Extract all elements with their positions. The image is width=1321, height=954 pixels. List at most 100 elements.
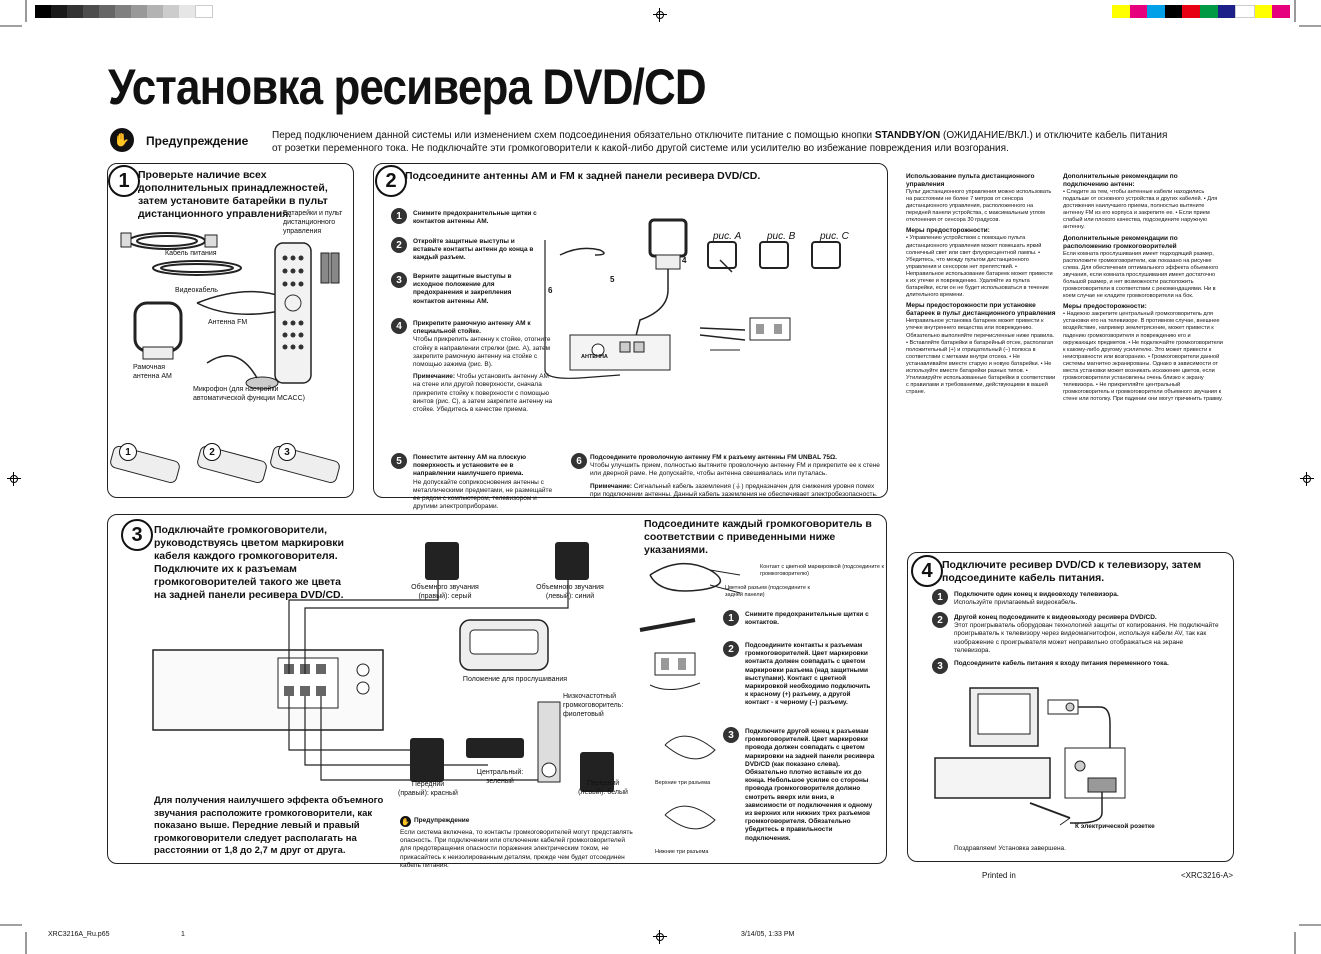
antenna-terminal-label: АНТЕННА [581, 354, 608, 360]
speaker-layout-illustration [152, 542, 614, 792]
gray-swatch [179, 5, 195, 18]
gray-swatch [67, 5, 83, 18]
antenna-step-3-text: Верните защитные выступы в исходное поло… [413, 273, 512, 305]
batteries-label: Батарейки и пульт дистанционного управле… [283, 210, 343, 235]
antenna-step-2-badge: 2 [391, 237, 407, 253]
speaker-warning-icon: ✋ [400, 816, 411, 827]
gray-swatch [35, 5, 51, 18]
callout-4: 4 [682, 256, 687, 265]
color-swatch [1272, 5, 1290, 18]
color-swatch [1147, 5, 1165, 18]
warning-label: Предупреждение [146, 134, 249, 148]
battery-step-2: 2 [203, 443, 221, 461]
outlet-label: К электрической розетке [1075, 823, 1155, 830]
front-right-label: Передний (правый): красный [398, 781, 458, 797]
antenna-step-1-badge: 1 [391, 208, 407, 224]
battery-step-3: 3 [278, 443, 296, 461]
color-swatch [1112, 5, 1130, 18]
subwoofer-label: Низкочастотный громкоговоритель: фиолето… [563, 693, 624, 718]
gray-swatch [115, 5, 131, 18]
center-label: Центральный: зеленый [476, 769, 524, 785]
antenna-step-4-text: Прикрепите рамочную антенну AM к специал… [413, 320, 553, 414]
power-cable-label: Кабель питания [165, 250, 217, 257]
listening-position-label: Положение для прослушивания [462, 676, 568, 683]
am-antenna-label: Рамочная антенна AM [133, 364, 172, 380]
antenna-step-6-text: Подсоедините проволочную антенну FM к ра… [590, 454, 880, 498]
step-number-4: 4 [911, 555, 943, 587]
best-effect-note: Для получения наилучшего эффекта объемно… [154, 795, 384, 856]
gray-swatch [83, 5, 99, 18]
registration-mark [653, 8, 667, 22]
surround-right-label: Объемного звучания (правый): серый [411, 584, 479, 600]
registration-mark [653, 930, 667, 944]
accessories-illustration [110, 232, 340, 484]
contact-marking-label: Контакт с цветной маркировкой (подсоедин… [760, 564, 884, 577]
lower-terminals-label: Нижние три разъема [655, 849, 709, 855]
setup-complete-text: Поздравляем! Установка завершена. [954, 845, 1066, 852]
color-swatch [1217, 5, 1236, 18]
step-number-2: 2 [375, 165, 407, 197]
tv-step-2-text: Другой конец подсоедините к видеовыходу … [954, 614, 1219, 654]
tv-connection-illustration [934, 687, 1126, 826]
colored-connector-label: Цветной разъем (подсоедините к задней па… [725, 585, 810, 598]
color-swatch [1129, 5, 1148, 18]
front-left-label: Передний (левый): белый [578, 780, 628, 796]
registration-mark [7, 472, 21, 486]
panel1-heading: Проверьте наличие всех дополнительных пр… [138, 169, 328, 220]
speaker-step-1-badge: 1 [723, 610, 739, 626]
tv-step-1-text: Подключите один конец к видеовходу телев… [954, 591, 1119, 607]
antenna-connection-illustration [544, 218, 841, 379]
tv-step-3-text: Подсоедините кабель питания к входу пита… [954, 660, 1169, 667]
tv-step-1-badge: 1 [932, 589, 948, 605]
speaker-wire-illustration [639, 562, 741, 830]
antenna-step-5-text: Поместите антенну AM на плоскую поверхно… [413, 454, 553, 511]
gray-swatch [131, 5, 147, 18]
panel2-heading: Подсоедините антенны AM и FM к задней па… [405, 170, 761, 182]
tv-step-3-badge: 3 [932, 658, 948, 674]
cmyk-color-bar [1112, 5, 1290, 18]
antenna-step-4-badge: 4 [391, 318, 407, 334]
antenna-step-6-badge: 6 [571, 453, 587, 469]
gray-color-bar [35, 5, 213, 18]
tv-step-2-badge: 2 [932, 612, 948, 628]
battery-step-1: 1 [119, 443, 137, 461]
speaker-warning-label: Предупреждение [414, 817, 470, 824]
antenna-step-1-text: Снимите предохранительные щитки с контак… [413, 210, 537, 226]
footer-file-name: XRC3216A_Ru.p65 [48, 931, 110, 938]
panel3-heading: Подключайте громкоговорители, руководств… [154, 524, 344, 601]
gray-swatch [195, 5, 213, 18]
gray-swatch [163, 5, 179, 18]
callout-5: 5 [610, 275, 615, 284]
fig-b-label: рис. B [767, 231, 796, 242]
speaker-step-1-text: Снимите предохранительные щитки с контак… [745, 611, 869, 627]
printed-in-label: Printed in [982, 871, 1016, 880]
color-swatch [1235, 5, 1255, 18]
panel4-heading: Подключите ресивер DVD/CD к телевизору, … [942, 559, 1202, 584]
antenna-speaker-notes: Дополнительные рекомендации по подключен… [1063, 173, 1223, 403]
fig-a-label: рис. A [713, 231, 742, 242]
gray-swatch [99, 5, 115, 18]
speaker-step-2-text: Подсоедините контакты к разъемам громког… [745, 642, 871, 707]
document-code: <XRC3216-A> [1181, 871, 1234, 880]
color-swatch [1164, 5, 1183, 18]
page-title: Установка ресивера DVD/CD [108, 59, 707, 115]
fm-antenna-label: Антенна FM [208, 319, 248, 326]
video-cable-label: Видеокабель [175, 287, 218, 294]
antenna-step-2-text: Откройте защитные выступы и вставьте кон… [413, 238, 534, 262]
step-number-1: 1 [108, 165, 140, 197]
speaker-connect-heading: Подсоедините каждый громкоговоритель в с… [644, 518, 872, 556]
footer-page-number: 1 [181, 931, 185, 938]
surround-left-label: Объемного звучания (левый): синий [536, 584, 604, 600]
callout-6: 6 [548, 286, 553, 295]
step-number-3: 3 [121, 519, 153, 551]
microphone-label: Микрофон (для настройки автоматической ф… [193, 386, 305, 402]
gray-swatch [51, 5, 67, 18]
color-swatch [1254, 5, 1273, 18]
footer-timestamp: 3/14/05, 1:33 PM [741, 931, 795, 938]
upper-terminals-label: Верхние три разъема [655, 780, 711, 786]
speaker-step-3-text: Подключите другой конец к разъемам громк… [745, 728, 875, 842]
antenna-step-5-badge: 5 [391, 453, 407, 469]
speaker-warning-text: Если система включена, то контакты громк… [400, 829, 633, 869]
panel-step-2 [373, 163, 888, 498]
